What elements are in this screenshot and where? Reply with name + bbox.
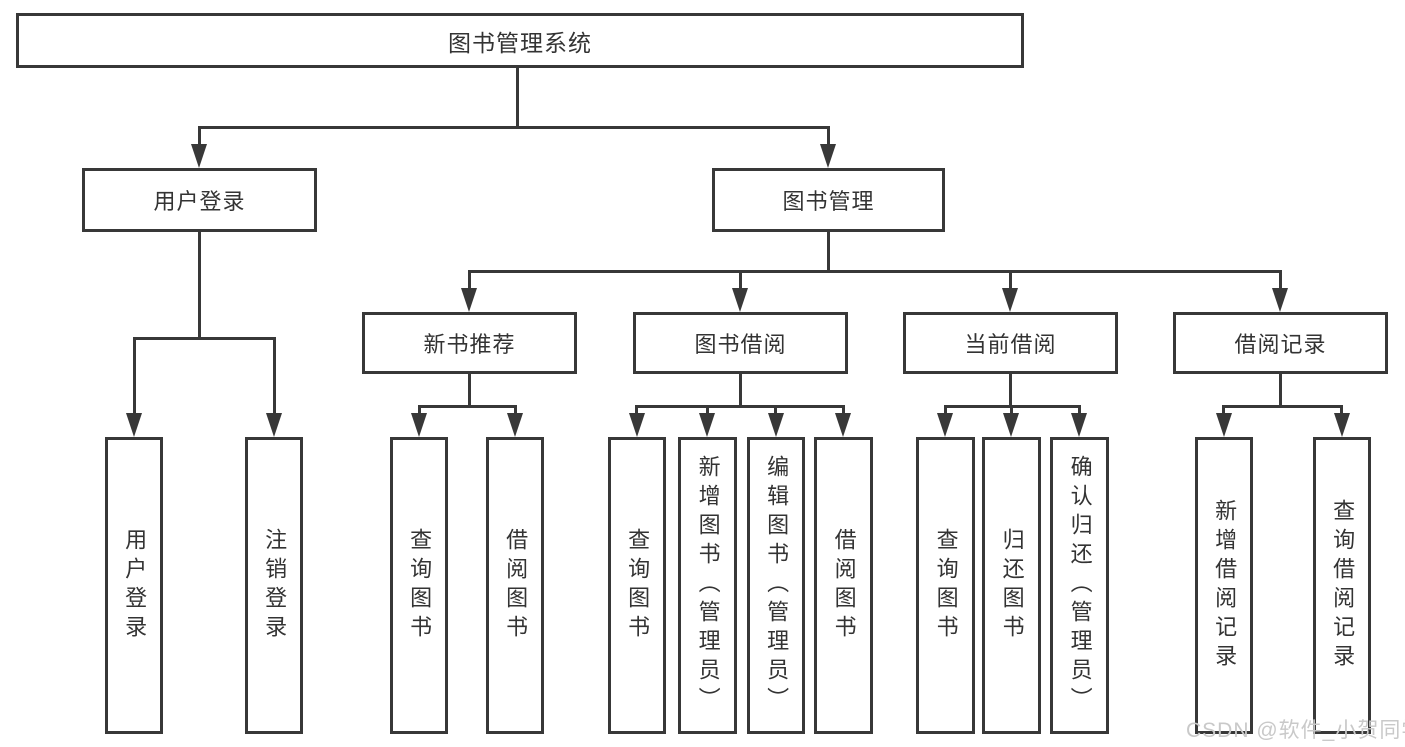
connector-leaf bbox=[514, 405, 517, 419]
leaf-add-books-admin: 新增图书（管理员） bbox=[678, 437, 737, 734]
connector-to-user-login bbox=[198, 126, 201, 150]
leaf-query-borrow-record-label: 查询借阅记录 bbox=[1330, 498, 1356, 673]
connector-to-leaf-logout bbox=[273, 337, 276, 417]
connector-leaf bbox=[1078, 405, 1081, 419]
connector-leaf bbox=[774, 405, 777, 419]
arrowhead-leaf bbox=[411, 413, 427, 437]
connector-user-login-split bbox=[133, 337, 276, 340]
arrowhead-leaf bbox=[937, 413, 953, 437]
arrowhead-to-book-borrow bbox=[732, 288, 748, 312]
node-user-login: 用户登录 bbox=[82, 168, 317, 232]
leaf-add-borrow-record: 新增借阅记录 bbox=[1195, 437, 1253, 734]
connector-book-borrow-split bbox=[635, 405, 845, 408]
leaf-logout: 注销登录 bbox=[245, 437, 303, 734]
connector-leaf bbox=[1340, 405, 1343, 419]
node-book-borrow: 图书借阅 bbox=[633, 312, 848, 374]
leaf-query-books-1-label: 查询图书 bbox=[407, 527, 433, 644]
arrowhead-to-book-management bbox=[820, 144, 836, 168]
leaf-logout-label: 注销登录 bbox=[262, 527, 288, 644]
leaf-borrow-books-2-label: 借阅图书 bbox=[831, 527, 857, 644]
leaf-return-books: 归还图书 bbox=[982, 437, 1041, 734]
arrowhead-leaf bbox=[699, 413, 715, 437]
node-user-login-label: 用户登录 bbox=[153, 189, 246, 214]
leaf-query-books-1: 查询图书 bbox=[390, 437, 448, 734]
connector-to-book-borrow bbox=[739, 270, 742, 292]
node-borrow-record-label: 借阅记录 bbox=[1234, 332, 1327, 357]
connector-book-management-split bbox=[468, 270, 1282, 273]
connector-to-book-management bbox=[827, 126, 830, 150]
leaf-edit-books-admin-label: 编辑图书（管理员） bbox=[764, 455, 790, 716]
arrowhead-leaf bbox=[629, 413, 645, 437]
arrowhead-to-borrow-record bbox=[1272, 288, 1288, 312]
connector-borrow-record-stem bbox=[1279, 374, 1282, 407]
connector-leaf bbox=[635, 405, 638, 419]
arrowhead-to-leaf-logout bbox=[266, 413, 282, 437]
node-current-borrow-label: 当前借阅 bbox=[964, 332, 1057, 357]
connector-root-stem bbox=[516, 68, 519, 128]
leaf-borrow-books-1-label: 借阅图书 bbox=[503, 527, 529, 644]
leaf-add-books-admin-label: 新增图书（管理员） bbox=[695, 455, 721, 716]
arrowhead-leaf bbox=[1003, 413, 1019, 437]
connector-to-leaf-user-login bbox=[133, 337, 136, 417]
leaf-borrow-books-2: 借阅图书 bbox=[814, 437, 873, 734]
leaf-query-books-3-label: 查询图书 bbox=[933, 527, 959, 644]
connector-current-borrow-stem bbox=[1009, 374, 1012, 407]
node-book-management-system: 图书管理系统 bbox=[16, 13, 1024, 68]
arrowhead-to-new-book bbox=[461, 288, 477, 312]
node-new-book-recommend: 新书推荐 bbox=[362, 312, 577, 374]
leaf-query-books-2-label: 查询图书 bbox=[625, 527, 651, 644]
arrowhead-leaf bbox=[1071, 413, 1087, 437]
node-borrow-record: 借阅记录 bbox=[1173, 312, 1388, 374]
connector-borrow-record-split bbox=[1222, 405, 1343, 408]
leaf-confirm-return-admin: 确认归还（管理员） bbox=[1050, 437, 1109, 734]
connector-new-book-stem bbox=[468, 374, 471, 407]
leaf-add-borrow-record-label: 新增借阅记录 bbox=[1212, 498, 1238, 673]
leaf-query-books-2: 查询图书 bbox=[608, 437, 666, 734]
node-new-book-recommend-label: 新书推荐 bbox=[423, 332, 516, 357]
leaf-edit-books-admin: 编辑图书（管理员） bbox=[747, 437, 805, 734]
node-book-borrow-label: 图书借阅 bbox=[694, 332, 787, 357]
node-book-management-label: 图书管理 bbox=[782, 189, 875, 214]
leaf-user-login-label: 用户登录 bbox=[122, 527, 148, 644]
arrowhead-leaf bbox=[1216, 413, 1232, 437]
node-current-borrow: 当前借阅 bbox=[903, 312, 1118, 374]
connector-new-book-split bbox=[418, 405, 517, 408]
connector-user-login-stem bbox=[198, 232, 201, 337]
connector-to-borrow-record bbox=[1279, 270, 1282, 292]
connector-root-split bbox=[198, 126, 830, 129]
connector-leaf bbox=[842, 405, 845, 419]
connector-leaf bbox=[1222, 405, 1225, 419]
arrowhead-to-leaf-user-login bbox=[126, 413, 142, 437]
leaf-confirm-return-admin-label: 确认归还（管理员） bbox=[1067, 455, 1093, 716]
node-book-management: 图书管理 bbox=[712, 168, 945, 232]
leaf-borrow-books-1: 借阅图书 bbox=[486, 437, 544, 734]
arrowhead-to-user-login bbox=[191, 144, 207, 168]
csdn-watermark: CSDN @软件_小贺同学 bbox=[1186, 719, 1405, 742]
connector-to-current-borrow bbox=[1009, 270, 1012, 292]
leaf-query-books-3: 查询图书 bbox=[916, 437, 975, 734]
leaf-user-login: 用户登录 bbox=[105, 437, 163, 734]
arrowhead-leaf bbox=[835, 413, 851, 437]
node-book-management-system-label: 图书管理系统 bbox=[448, 29, 592, 56]
leaf-return-books-label: 归还图书 bbox=[999, 527, 1025, 644]
arrowhead-leaf bbox=[768, 413, 784, 437]
connector-leaf bbox=[706, 405, 709, 419]
connector-book-borrow-stem bbox=[739, 374, 742, 407]
connector-leaf bbox=[1010, 405, 1013, 419]
connector-leaf bbox=[944, 405, 947, 419]
connector-book-management-stem bbox=[827, 232, 830, 272]
arrowhead-to-current-borrow bbox=[1002, 288, 1018, 312]
connector-leaf bbox=[418, 405, 421, 419]
arrowhead-leaf bbox=[1334, 413, 1350, 437]
connector-to-new-book bbox=[468, 270, 471, 292]
leaf-query-borrow-record: 查询借阅记录 bbox=[1313, 437, 1371, 734]
arrowhead-leaf bbox=[507, 413, 523, 437]
